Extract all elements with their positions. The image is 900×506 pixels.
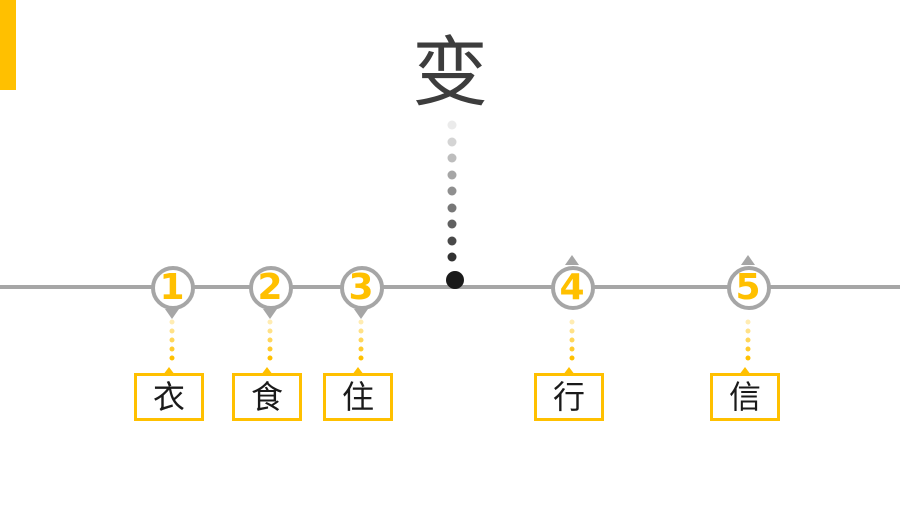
node-pointer-up-icon <box>741 255 755 265</box>
node-number: 1 <box>159 267 185 308</box>
connector-dot <box>447 252 457 262</box>
label-connector-dot <box>358 319 364 325</box>
label-box-2: 食 <box>232 367 302 421</box>
node-number: 3 <box>348 267 374 308</box>
label-connector-dot <box>358 328 364 334</box>
label-connector-dot <box>569 319 575 325</box>
connector-dot <box>447 203 457 212</box>
label-connector-dot <box>569 337 575 343</box>
label-connector-dot <box>745 355 751 361</box>
label-text: 行 <box>552 378 585 416</box>
label-connector-dot <box>267 346 273 352</box>
label-connector-dot <box>169 355 175 361</box>
label-text: 信 <box>728 378 761 416</box>
accent-bar <box>0 0 16 90</box>
connector-dot <box>447 120 457 130</box>
connector-dot <box>447 186 457 196</box>
label-connector-dot <box>169 328 175 334</box>
label-notch-icon <box>163 367 175 375</box>
node-pointer-down-icon <box>165 309 179 319</box>
label-notch-icon <box>352 367 364 375</box>
label-connector-dot <box>745 319 751 325</box>
label-connector-dot <box>169 319 175 325</box>
connector-dot <box>447 219 457 229</box>
label-text: 食 <box>250 378 283 416</box>
node-circle <box>551 266 595 310</box>
label-connector-dot <box>745 328 751 334</box>
node-number: 2 <box>257 267 283 308</box>
node-circle <box>727 266 771 310</box>
label-notch-icon <box>739 367 751 375</box>
node-circle <box>340 266 384 310</box>
label-connector-dot <box>267 319 273 325</box>
label-connector-dot <box>358 355 364 361</box>
connector-dot <box>447 153 457 163</box>
node-pointer-up-icon <box>565 255 579 265</box>
node-pointer-down-icon <box>354 309 368 319</box>
label-connector-dot <box>169 337 175 343</box>
label-connector-dot <box>745 337 751 343</box>
label-connector-dot <box>169 346 175 352</box>
label-text: 住 <box>341 378 374 416</box>
label-connector-dot <box>358 346 364 352</box>
label-notch-icon <box>261 367 273 375</box>
label-box-5: 信 <box>710 367 780 421</box>
slide-title: 变 <box>412 28 488 117</box>
connector-dot <box>447 137 457 146</box>
label-connector-dot <box>267 337 273 343</box>
label-connector-dot <box>745 346 751 352</box>
node-circle <box>151 266 195 310</box>
label-connector-dot <box>267 328 273 334</box>
node-number: 5 <box>735 267 761 308</box>
label-connector-dot <box>569 328 575 334</box>
label-connector-dot <box>569 355 575 361</box>
center-dot <box>446 271 464 289</box>
node-number: 4 <box>559 267 585 308</box>
connector-dot <box>447 170 457 179</box>
label-connector-dot <box>267 355 273 361</box>
connector-dot <box>447 236 457 245</box>
label-connector-dot <box>358 337 364 343</box>
node-circle <box>249 266 293 310</box>
label-connector-dot <box>569 346 575 352</box>
label-box-4: 行 <box>534 367 604 421</box>
label-text: 衣 <box>152 378 185 416</box>
label-notch-icon <box>563 367 575 375</box>
node-pointer-down-icon <box>263 309 277 319</box>
label-box-1: 衣 <box>134 367 204 421</box>
label-box-3: 住 <box>323 367 393 421</box>
